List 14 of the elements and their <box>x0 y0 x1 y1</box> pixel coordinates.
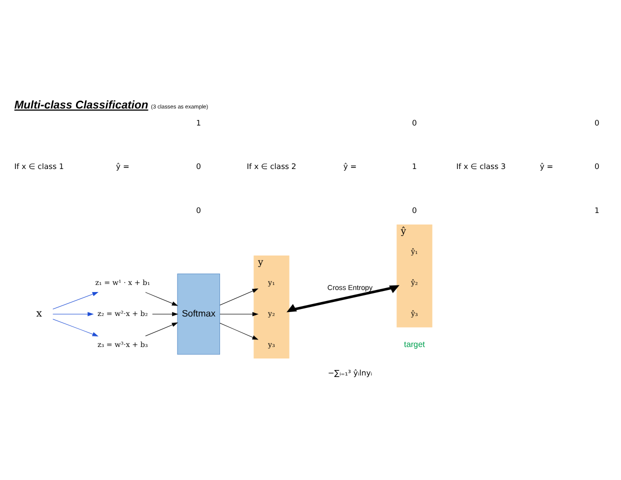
arrow <box>220 322 258 340</box>
node-label: target <box>404 340 425 349</box>
node-box: Softmax <box>177 273 220 354</box>
arrow <box>145 292 178 306</box>
arrow <box>220 312 258 316</box>
arrow <box>286 284 400 312</box>
arrow <box>52 312 94 316</box>
arrow <box>52 291 98 309</box>
arrow <box>152 312 178 316</box>
arrow <box>220 288 258 305</box>
diagram-title: Multi-class Classification <box>14 99 148 112</box>
arrow <box>145 322 178 336</box>
arrow <box>52 318 98 336</box>
node-text: x <box>36 308 42 320</box>
